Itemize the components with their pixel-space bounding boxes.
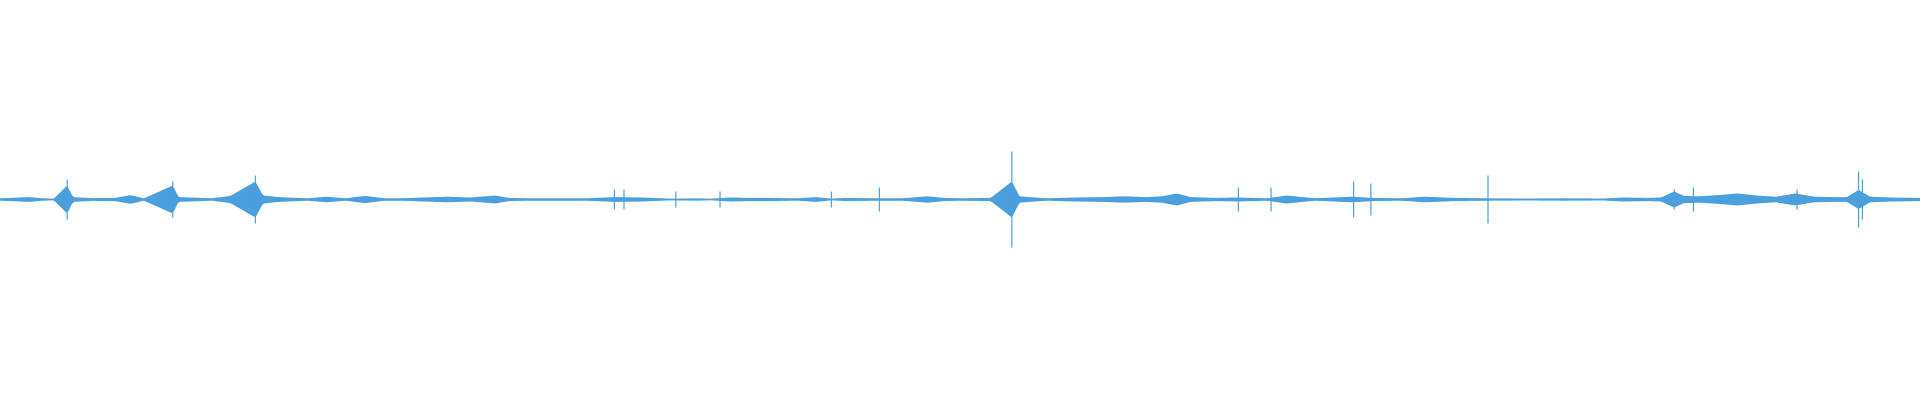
waveform-series bbox=[0, 181, 1920, 218]
waveform-envelope bbox=[0, 181, 1920, 218]
waveform-peaks bbox=[66, 151, 1864, 248]
